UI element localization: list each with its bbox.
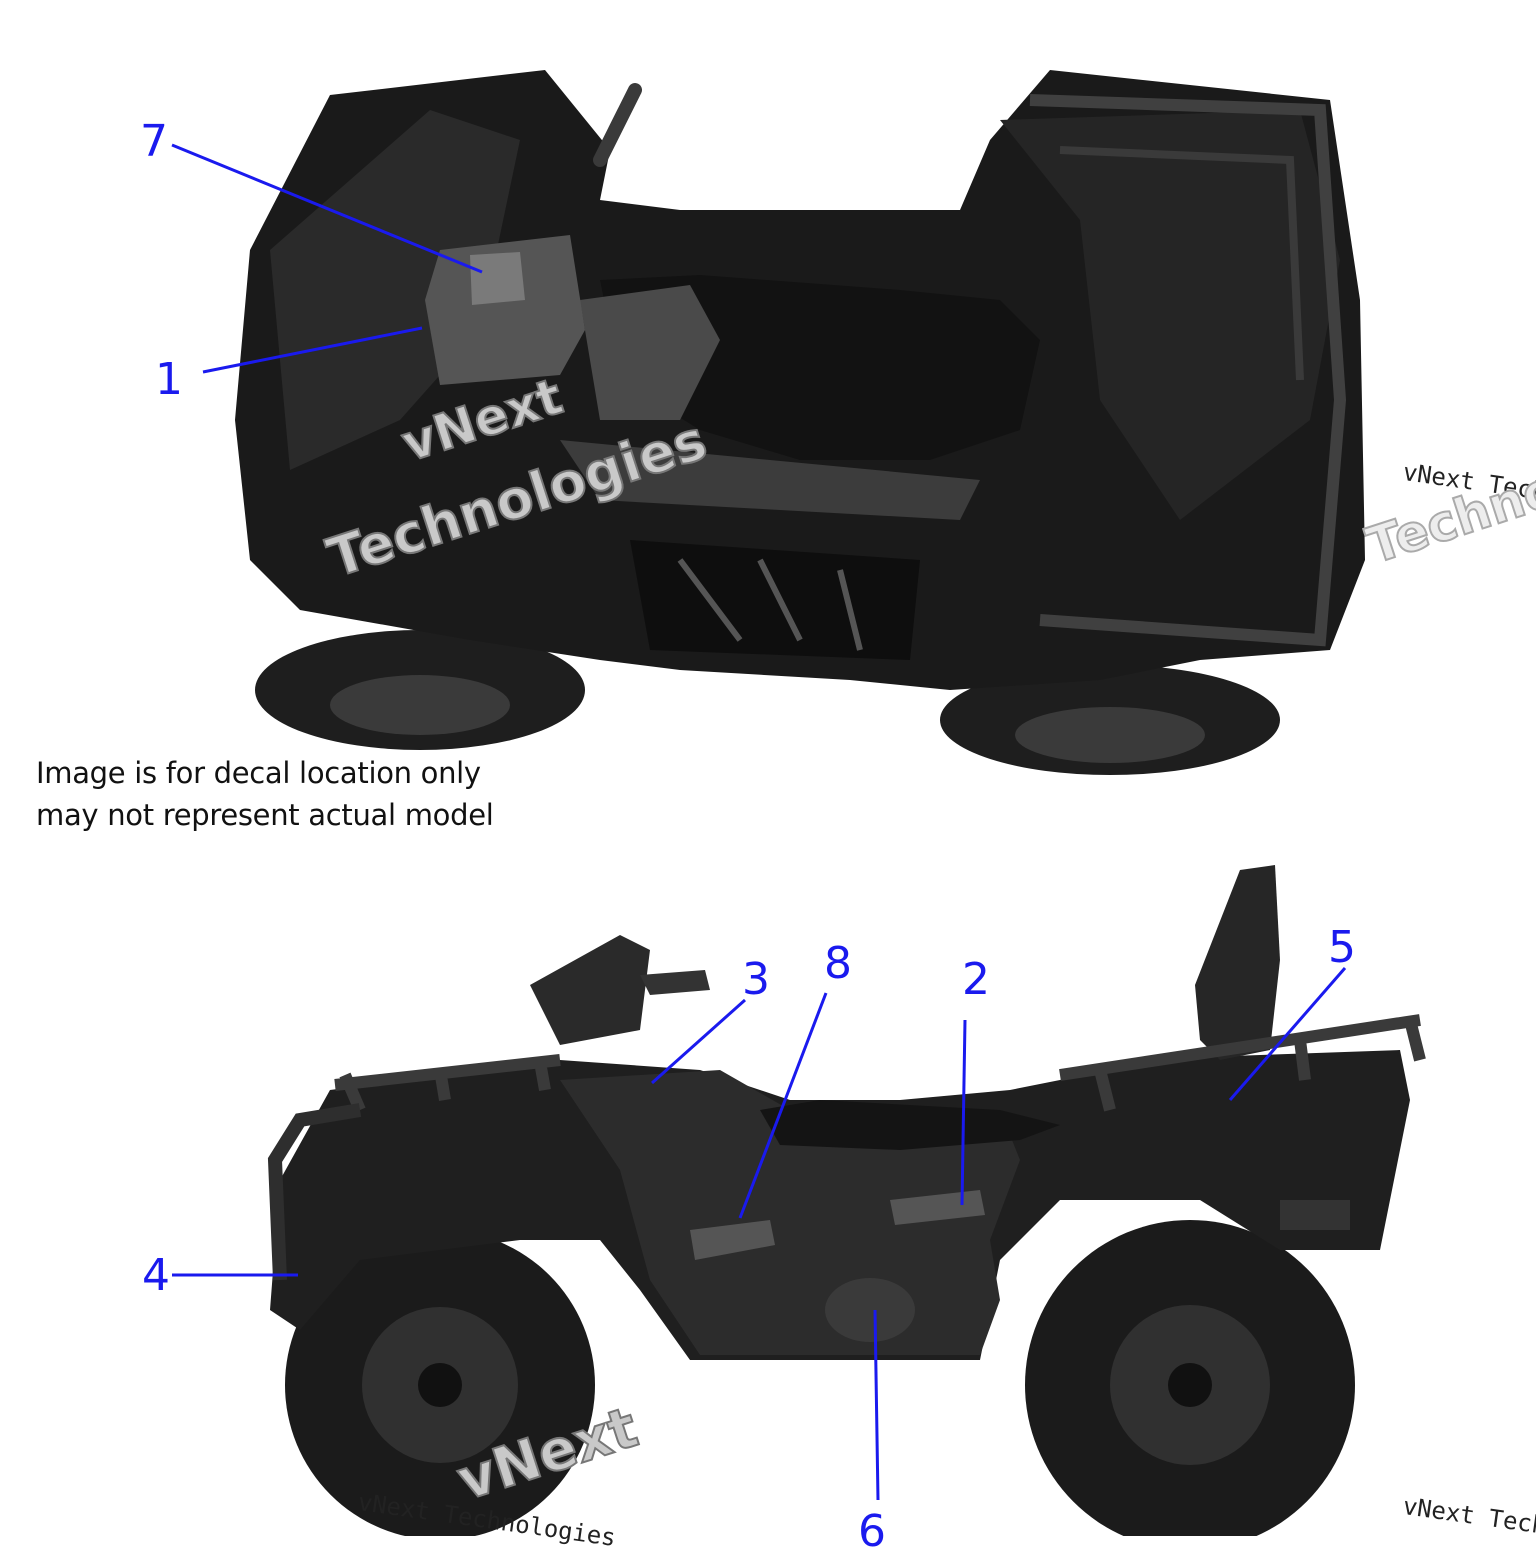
disclaimer-line-2: may not represent actual model — [36, 798, 494, 832]
side-view-front-rack — [334, 1054, 561, 1113]
top-view-left-rim — [330, 675, 510, 735]
callout-5: 5 — [1328, 922, 1356, 973]
leader-line-3 — [651, 998, 746, 1085]
leader-line-6 — [873, 1309, 880, 1501]
top-view-seat — [600, 275, 1040, 460]
leader-line-5 — [1228, 967, 1347, 1101]
atv-side-view — [267, 865, 1426, 1536]
disclaimer-note: Image is for decal location only may not… — [36, 752, 494, 836]
callout-4: 4 — [142, 1250, 170, 1301]
top-view-headlight-pod — [425, 235, 585, 385]
top-view-tank — [580, 285, 720, 420]
side-view-backrest — [1195, 865, 1280, 1060]
atv-top-view — [235, 70, 1365, 775]
top-view-right-rim — [1015, 707, 1205, 763]
top-view-footwell — [630, 540, 920, 660]
side-view-rear-rack — [1059, 1014, 1426, 1112]
callout-1: 1 — [155, 354, 183, 405]
side-view-seat — [760, 1100, 1060, 1150]
disclaimer-line-1: Image is for decal location only — [36, 756, 481, 790]
leader-lines — [171, 143, 1347, 1501]
callout-8: 8 — [824, 938, 852, 989]
side-view-front-bumper — [267, 1103, 362, 1281]
side-view-handlebar — [640, 970, 710, 995]
leader-line-2 — [960, 1019, 967, 1206]
callout-3: 3 — [742, 954, 770, 1005]
side-view-emblem — [825, 1278, 915, 1342]
top-view-rear-fender — [1000, 110, 1340, 520]
leader-line-8 — [738, 992, 828, 1219]
top-view-front-fender — [270, 110, 520, 470]
leader-line-7 — [171, 143, 483, 274]
leader-line-1 — [202, 326, 423, 374]
top-view-handlebar-grip — [593, 83, 642, 167]
side-view-headlight-pod — [530, 935, 650, 1045]
callout-6: 6 — [858, 1506, 886, 1557]
callout-7: 7 — [140, 116, 168, 167]
callout-2: 2 — [962, 954, 990, 1005]
side-view-exhaust — [1280, 1200, 1350, 1230]
top-view-rear-rack — [1029, 94, 1347, 647]
